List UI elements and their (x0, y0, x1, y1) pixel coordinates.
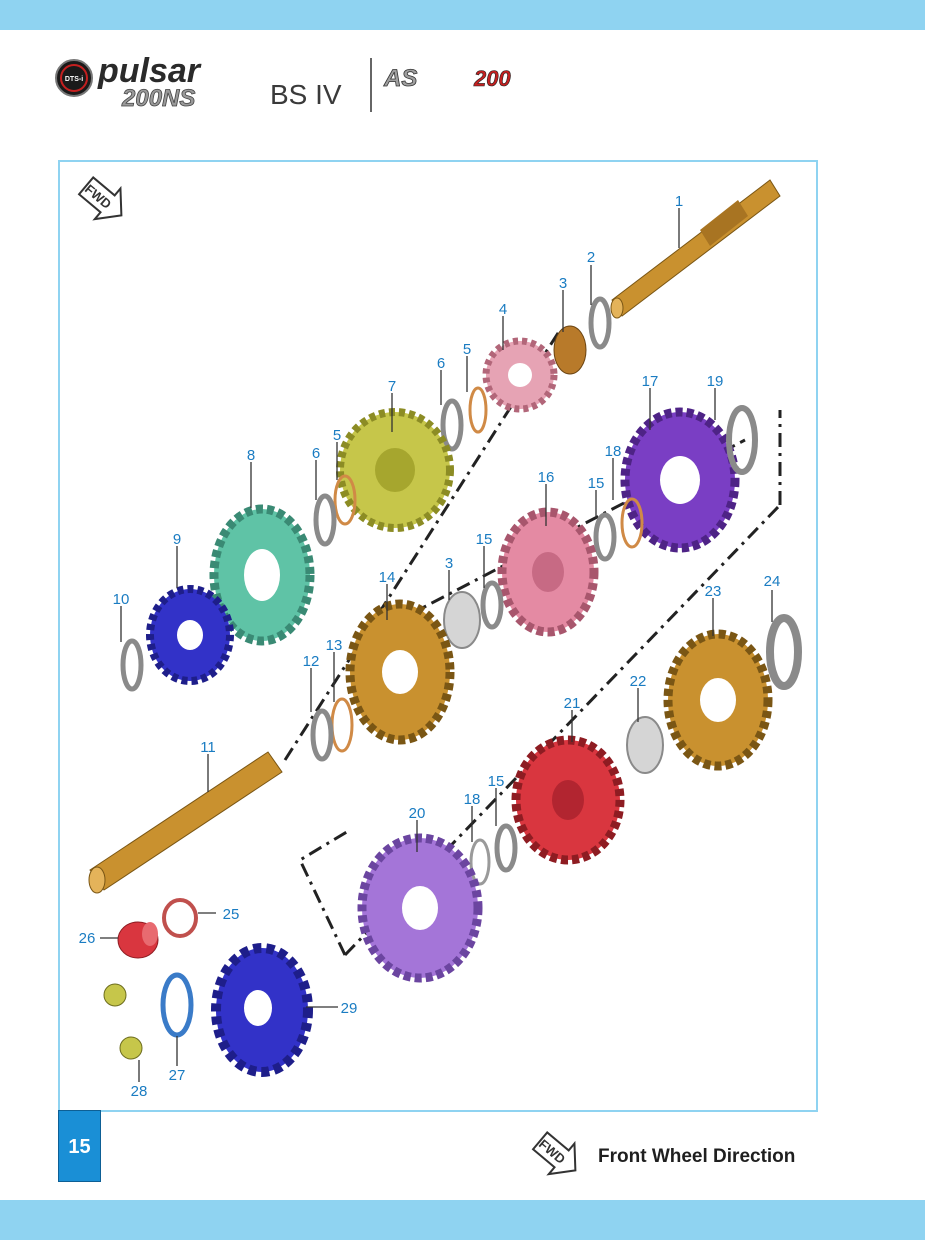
bush-3-lower (443, 591, 481, 649)
gear-21 (511, 735, 625, 865)
washer-6-upper (440, 398, 464, 452)
callout-13: 13 (326, 637, 343, 654)
callout-10: 10 (113, 591, 130, 608)
fwd-arrow-icon: FWD (77, 176, 123, 221)
callout-23: 23 (705, 583, 722, 600)
o-ring-25 (162, 898, 198, 938)
callout-1: 1 (675, 193, 683, 210)
callout-18b: 18 (464, 791, 481, 808)
legend-text: Front Wheel Direction (598, 1146, 796, 1167)
brand-logos: DTS-i pulsar 200NS BS IV AS 200 (55, 52, 512, 112)
callout-12: 12 (303, 653, 320, 670)
top-band (0, 0, 925, 30)
bush-22 (626, 716, 664, 774)
bush-3-upper (553, 325, 587, 375)
callout-8: 8 (247, 447, 255, 464)
callout-leaders (100, 208, 773, 1082)
callout-25: 25 (223, 906, 240, 923)
washer-10 (120, 638, 144, 692)
main-shaft (610, 179, 781, 319)
callout-6b: 6 (312, 445, 320, 462)
callout-24: 24 (764, 573, 781, 590)
thrust-washer-2 (588, 296, 612, 350)
washer-19 (726, 405, 758, 475)
as-model-number: 200 (473, 66, 511, 91)
callout-15c: 15 (488, 773, 505, 790)
callout-28: 28 (131, 1083, 148, 1100)
callout-20: 20 (409, 805, 426, 822)
callout-3: 3 (559, 275, 567, 292)
callout-11: 11 (200, 739, 216, 756)
washer-24 (766, 614, 802, 690)
callout-14: 14 (379, 569, 396, 586)
sprocket-29 (211, 943, 313, 1077)
callout-15: 15 (588, 475, 605, 492)
callout-21: 21 (564, 695, 581, 712)
callout-9: 9 (173, 531, 181, 548)
washer-12 (310, 708, 334, 762)
bolt-28-upper (103, 983, 127, 1007)
circlip-5-upper (468, 386, 488, 434)
callout-4: 4 (499, 301, 507, 318)
callout-2: 2 (587, 249, 595, 266)
circlip-18-upper (620, 497, 644, 549)
callout-17: 17 (642, 373, 659, 390)
svg-text:DTS-i: DTS-i (65, 76, 83, 83)
gear-23 (663, 629, 773, 771)
callout-22: 22 (630, 673, 647, 690)
callout-18: 18 (605, 443, 622, 460)
bolt-28-lower (119, 1036, 143, 1060)
legend-fwd-arrow-icon: FWD (531, 1131, 577, 1176)
gear-4 (482, 337, 558, 413)
dtsi-badge-icon: DTS-i (55, 59, 93, 97)
gear-20 (357, 833, 483, 983)
gear-7 (336, 408, 454, 532)
callout-numbers: 1 2 3 4 5 6 7 5 6 8 9 10 17 19 18 15 16 … (79, 193, 781, 1100)
washer-15-mid (480, 580, 504, 630)
counter-shaft (88, 751, 283, 894)
collar-26 (117, 921, 159, 959)
washer-15-lower (494, 823, 518, 873)
gear-9 (146, 585, 234, 685)
callout-27: 27 (169, 1067, 186, 1084)
callout-5b: 5 (333, 427, 341, 444)
bottom-band (0, 1200, 925, 1240)
page-header: DTS-i pulsar 200NS BS IV AS 200 (0, 30, 925, 150)
bs-iv-label: BS IV (270, 79, 342, 110)
gear-8 (209, 504, 315, 646)
circlip-13 (330, 697, 354, 753)
callout-7: 7 (388, 378, 396, 395)
as-model-prefix: AS (383, 65, 417, 92)
model-200ns: 200NS (121, 85, 195, 112)
washer-15-upper (593, 512, 617, 562)
callout-29: 29 (341, 1000, 358, 1017)
washer-6-lower (313, 493, 337, 547)
gear-14 (345, 599, 455, 745)
callout-3b: 3 (445, 555, 453, 572)
callout-16: 16 (538, 469, 555, 486)
callout-5: 5 (463, 341, 471, 358)
diagram-frame (58, 160, 818, 1112)
callout-26: 26 (79, 930, 96, 947)
callout-15b: 15 (476, 531, 493, 548)
gear-16 (497, 507, 599, 637)
callout-6: 6 (437, 355, 445, 372)
page-number: 15 (58, 1110, 101, 1182)
gear-17 (620, 407, 740, 553)
lock-plate-27 (160, 972, 194, 1038)
pulsar-wordmark: pulsar (97, 52, 202, 90)
circlip-5-lower (333, 474, 357, 526)
circlip-18-lower (469, 838, 491, 886)
callout-19: 19 (707, 373, 724, 390)
